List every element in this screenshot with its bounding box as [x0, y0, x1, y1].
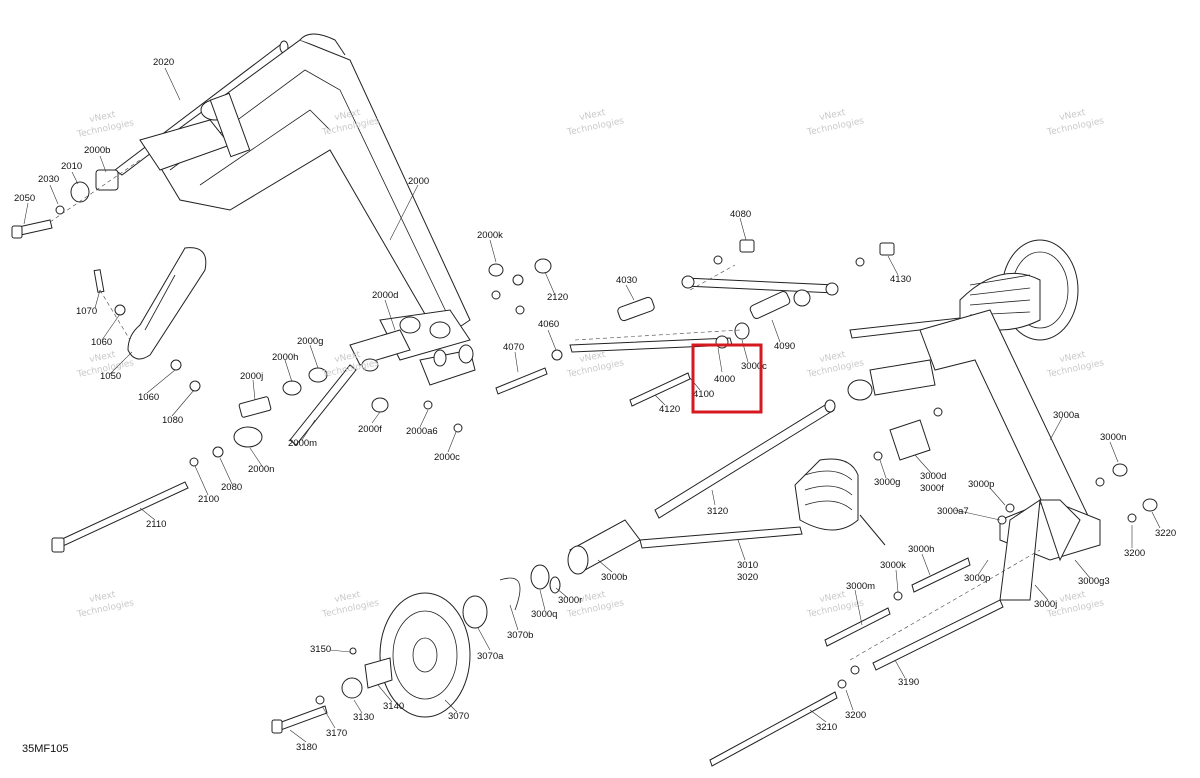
callout: 2010: [61, 161, 82, 172]
watermark: vNext Technologies: [1045, 108, 1105, 138]
callout: 3000h: [908, 544, 934, 555]
callout: 3000p: [968, 479, 994, 490]
callout: 1050: [100, 371, 121, 382]
callout: 3000c: [741, 361, 767, 372]
linkage-assembly: [495, 239, 895, 407]
callout: 3000g: [874, 477, 900, 488]
callout: 3070a: [477, 651, 504, 662]
callout: 3000b: [601, 572, 627, 583]
watermark: vNext Technologies: [320, 590, 380, 620]
callout: 3190: [898, 677, 919, 688]
callout: 4090: [774, 341, 795, 352]
callout: 3200: [1124, 548, 1145, 559]
callout: 2000j: [240, 371, 263, 382]
callout: 3000p: [964, 573, 990, 584]
callout: 2000f: [358, 424, 382, 435]
callout: 3010: [737, 560, 758, 571]
callout: 2000h: [272, 352, 298, 363]
callout-labels: 2020 2000b 2010 2030 2050 2000 2000k 212…: [14, 57, 1176, 753]
callout: 3130: [353, 712, 374, 723]
callout: 3170: [326, 728, 347, 739]
callout: 3120: [707, 506, 728, 517]
callout: 2000: [408, 176, 429, 187]
watermark: vNext Technologies: [75, 590, 135, 620]
callout: 3000n: [1100, 432, 1126, 443]
callout: 3000g3: [1078, 576, 1110, 587]
callout: 3000r: [558, 595, 582, 606]
watermark: vNext Technologies: [1045, 350, 1105, 380]
callout: 2000k: [477, 230, 503, 241]
watermark: vNext Technologies: [805, 108, 865, 138]
callout: 3220: [1155, 528, 1176, 539]
callout: 3150: [310, 644, 331, 655]
watermark: vNext Technologies: [805, 350, 865, 380]
callout: 2000m: [288, 438, 317, 449]
callout: 2020: [153, 57, 174, 68]
callout: 2120: [547, 292, 568, 303]
callout: 3000a7: [937, 506, 969, 517]
callout: 2080: [221, 482, 242, 493]
callout: 1070: [76, 306, 97, 317]
callout: 3200: [845, 710, 866, 721]
callout: 2000b: [84, 145, 110, 156]
leader-lines: [23, 67, 1161, 743]
callout: 3020: [737, 572, 758, 583]
idler-wheel-assembly: [271, 519, 641, 734]
callout: 3000a: [1053, 410, 1080, 421]
callout: 3140: [383, 701, 404, 712]
callout: 2100: [198, 494, 219, 505]
callout: 4130: [890, 274, 911, 285]
callout: 2000a6: [406, 426, 438, 437]
callout: 2110: [146, 519, 166, 530]
front-arm-assembly: [11, 33, 552, 553]
callout: 2000g: [297, 336, 323, 347]
callout: 3070: [448, 711, 469, 722]
callout: 2050: [14, 193, 35, 204]
callout: 3000m: [846, 581, 875, 592]
rear-arm-assembly: [639, 239, 1158, 767]
callout: 1080: [162, 415, 183, 426]
callout: 3000d: [920, 471, 946, 482]
watermark: vNext Technologies: [565, 108, 625, 138]
callout: 3000j: [1034, 599, 1057, 610]
callout: 3000f: [920, 483, 944, 494]
drawing-code: 35MF105: [22, 743, 68, 755]
callout: 2000n: [248, 464, 274, 475]
callout: 1060: [91, 337, 112, 348]
callout: 4100: [693, 389, 714, 400]
callout: 3000q: [531, 609, 557, 620]
callout: 4000: [714, 374, 735, 385]
callout: 2030: [38, 174, 59, 185]
callout: 4080: [730, 209, 751, 220]
callout: 3180: [296, 742, 317, 753]
callout: 3210: [816, 722, 837, 733]
callout: 3070b: [507, 630, 533, 641]
callout: 3000k: [880, 560, 906, 571]
callout: 4120: [659, 404, 680, 415]
watermark: vNext Technologies: [75, 110, 135, 140]
callout: 2000c: [434, 452, 460, 463]
callout: 4060: [538, 319, 559, 330]
highlight-box: [691, 343, 763, 414]
callout: 4030: [616, 275, 637, 286]
callout: 1060: [138, 392, 159, 403]
callout: 2000d: [372, 290, 398, 301]
callout: 4070: [503, 342, 524, 353]
